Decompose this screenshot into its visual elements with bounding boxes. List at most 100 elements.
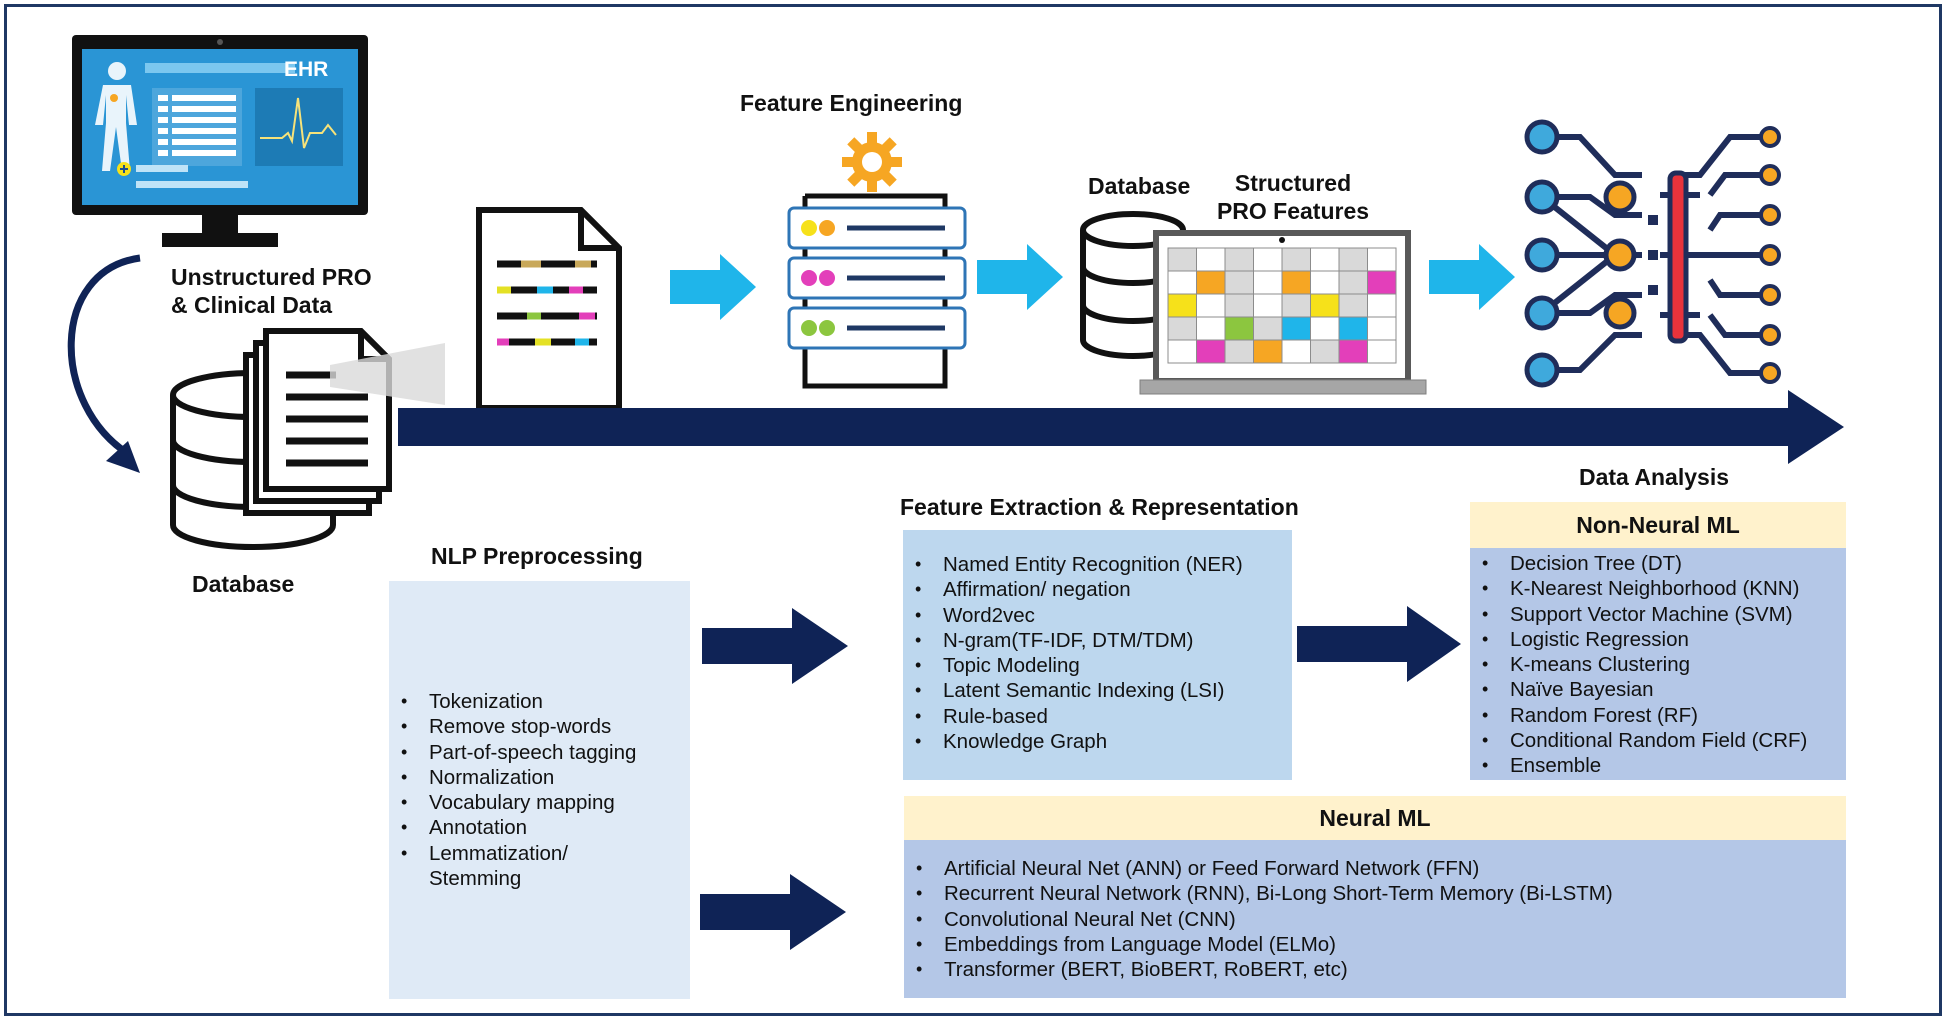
spreadsheet-cell [1167,270,1197,295]
list-item: Random Forest (RF) [1470,703,1846,729]
spreadsheet-cell [1367,316,1397,341]
spreadsheet-cell [1367,293,1397,318]
spreadsheet-cell [1224,293,1254,318]
ehr-label: EHR [284,58,329,81]
spreadsheet-cell [1367,270,1397,295]
unstructured-label-line1: Unstructured PRO [171,264,372,290]
spreadsheet-cell [1196,293,1226,318]
navy-arrow-nlp-to-neural [700,874,846,950]
cyan-arrow-2 [977,244,1063,310]
nlp-preprocessing-box: TokenizationRemove stop-wordsPart-of-spe… [389,581,690,999]
ehr-monitor-icon [72,35,368,247]
data-analysis-label: Data Analysis [1579,464,1729,490]
cyan-arrow-1 [670,254,756,320]
spreadsheet-cell [1310,339,1340,364]
non-neural-header: Non-Neural ML [1470,502,1846,548]
neural-list: Artificial Neural Net (ANN) or Feed Forw… [904,856,1846,983]
list-item: Tokenization [389,689,690,715]
spreadsheet-cell [1167,293,1197,318]
spreadsheet-cell [1253,316,1283,341]
neural-header: Neural ML [904,796,1846,840]
list-item: K-Nearest Neighborhood (KNN) [1470,576,1846,602]
spreadsheet-cell [1196,339,1226,364]
list-item: Remove stop-words [389,714,690,740]
list-item: Knowledge Graph [903,729,1292,755]
spreadsheet-cell [1167,339,1197,364]
neural-box: Artificial Neural Net (ANN) or Feed Forw… [904,840,1846,998]
list-item: Word2vec [903,603,1292,629]
structured-label-line1: Structured [1234,170,1352,196]
spreadsheet-cell [1310,293,1340,318]
navy-arrow-nlp-to-feature [702,608,848,684]
zoom-cone [330,343,445,405]
list-item: Logistic Regression [1470,627,1846,653]
list-item: Normalization [389,765,690,791]
navy-arrow-feature-to-ml [1297,606,1461,682]
spreadsheet-cell [1281,270,1311,295]
list-item: Naïve Bayesian [1470,677,1846,703]
spreadsheet-cell [1196,270,1226,295]
list-item: Rule-based [903,704,1292,730]
spreadsheet-cell [1310,270,1340,295]
spreadsheet-cell [1281,247,1311,272]
spreadsheet-cell [1367,247,1397,272]
spreadsheet-cell [1253,247,1283,272]
list-item: Decision Tree (DT) [1470,551,1846,577]
spreadsheet-cell [1338,316,1368,341]
list-item: Support Vector Machine (SVM) [1470,602,1846,628]
nlp-preprocessing-label: NLP Preprocessing [431,543,643,569]
spreadsheet-cell [1253,270,1283,295]
diagram-frame [4,4,1942,1016]
database-left-label: Database [192,571,295,597]
spreadsheet-cell [1196,247,1226,272]
spreadsheet-cell [1310,316,1340,341]
spreadsheet-cell [1338,270,1368,295]
list-item: Convolutional Neural Net (CNN) [904,907,1846,933]
server-icon [787,193,967,389]
list-item: Vocabulary mapping [389,790,690,816]
feature-extraction-box: Named Entity Recognition (NER)Affirmatio… [903,530,1292,780]
spreadsheet-cell [1281,339,1311,364]
list-item: Stemming [429,867,522,891]
spreadsheet-cell [1367,339,1397,364]
list-item: Ensemble [1470,753,1846,779]
neural-network-icon [1524,119,1781,388]
list-item: Transformer (BERT, BioBERT, RoBERT, etc) [904,957,1846,983]
spreadsheet-cell [1224,270,1254,295]
spreadsheet-cell [1281,293,1311,318]
cyan-arrow-3 [1429,244,1515,310]
structured-label-line2: PRO Features [1216,198,1370,224]
spreadsheet-cell [1310,247,1340,272]
list-item: N-gram(TF-IDF, DTM/TDM) [903,628,1292,654]
feature-extraction-label: Feature Extraction & Representation [900,494,1299,520]
curved-arrow [67,254,141,473]
list-item: Embeddings from Language Model (ELMo) [904,932,1846,958]
spreadsheet-cell [1167,316,1197,341]
list-item: Topic Modeling [903,653,1292,679]
annotated-document-icon [476,207,622,411]
list-item: Artificial Neural Net (ANN) or Feed Forw… [904,856,1846,882]
nlp-list: TokenizationRemove stop-wordsPart-of-spe… [389,689,690,891]
spreadsheet-cell [1281,316,1311,341]
spreadsheet-cell [1224,339,1254,364]
list-item: Recurrent Neural Network (RNN), Bi-Long … [904,881,1846,907]
main-pipeline-arrow [398,390,1844,464]
list-item: Annotation [389,815,690,841]
list-item: K-means Clustering [1470,652,1846,678]
unstructured-label-line2: & Clinical Data [171,292,333,318]
spreadsheet-cell [1253,293,1283,318]
list-item: Latent Semantic Indexing (LSI) [903,678,1292,704]
spreadsheet-cell [1167,247,1197,272]
feature-list: Named Entity Recognition (NER)Affirmatio… [903,552,1292,755]
spreadsheet-cell [1196,316,1226,341]
laptop-spreadsheet-icon [1139,230,1427,395]
spreadsheet-cell [1224,247,1254,272]
database-mid-label: Database [1088,173,1191,199]
list-item: Named Entity Recognition (NER) [903,552,1292,578]
feature-engineering-label: Feature Engineering [740,90,963,116]
list-item: Conditional Random Field (CRF) [1470,728,1846,754]
non-neural-box: Decision Tree (DT)K-Nearest Neighborhood… [1470,548,1846,780]
list-item: Part-of-speech tagging [389,740,690,766]
spreadsheet-cell [1253,339,1283,364]
spreadsheet-cell [1338,339,1368,364]
